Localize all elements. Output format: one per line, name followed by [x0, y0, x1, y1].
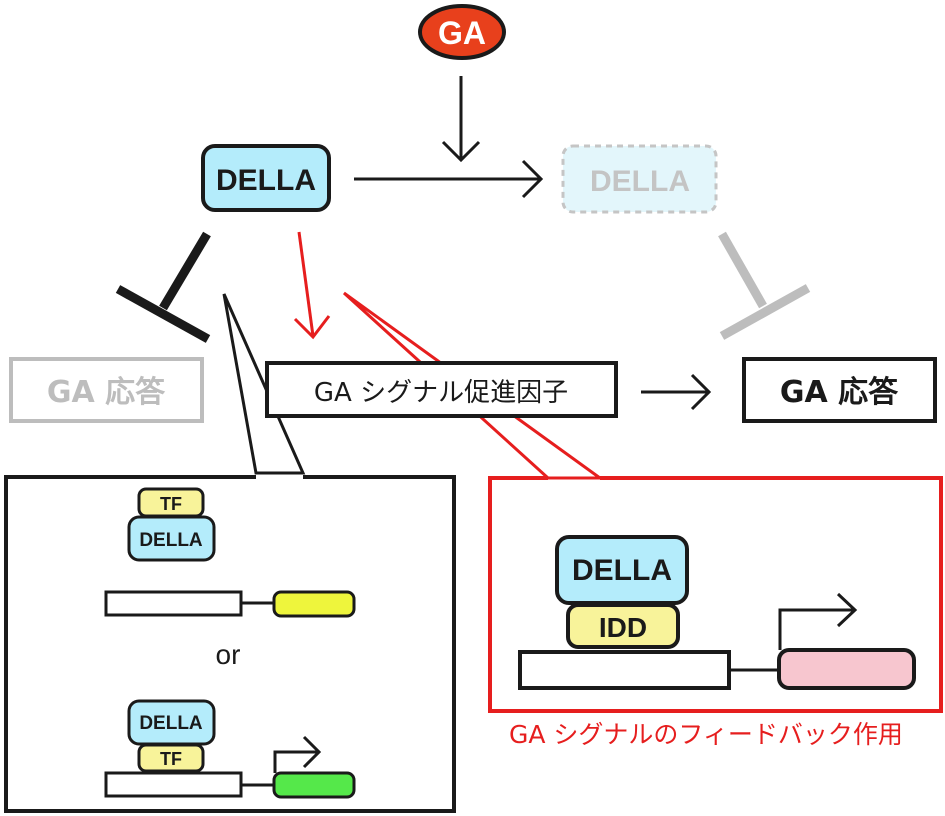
- ga-response-active: GA 応答: [742, 357, 937, 423]
- della-box: [201, 144, 331, 212]
- tf-box-bottom: [137, 743, 205, 773]
- red-activation-arrow: [293, 231, 331, 340]
- della-label-feedback: DELLA: [572, 554, 672, 587]
- signal-promoter-label: GA シグナル促進因子: [314, 378, 568, 408]
- inhibition-symbol-gray: [718, 231, 811, 340]
- signal-promoter-node: GA シグナル促進因子: [265, 361, 618, 418]
- ga-response-active-label: GA 応答: [780, 375, 899, 410]
- left-callout-pointer: [222, 293, 306, 475]
- idd-box: [566, 603, 680, 649]
- ga-response-active-box: [742, 357, 937, 423]
- della-label-bottom: DELLA: [139, 713, 203, 734]
- right-panel: DELLA IDD GA シグナルのフィードバック作用: [488, 476, 943, 749]
- gene-yellow: [272, 590, 356, 618]
- della-degraded-box: [561, 144, 718, 214]
- ga-response-inhibited-box: [9, 357, 204, 423]
- della-degraded-node: DELLA: [561, 144, 718, 214]
- tf-label-top: TF: [160, 494, 182, 514]
- ga-label: GA: [438, 15, 486, 51]
- della-degraded-label: DELLA: [590, 165, 690, 198]
- transcription-start-arrow-left: [273, 735, 322, 773]
- della-label-top: DELLA: [139, 530, 203, 551]
- della-label: DELLA: [216, 164, 316, 197]
- ga-response-inhibited-label: GA 応答: [47, 375, 166, 410]
- left-panel: TF DELLA or DELLA TF: [4, 475, 456, 813]
- ga-ellipse: [418, 4, 506, 60]
- ga-response-inhibited: GA 応答: [9, 357, 204, 423]
- promoter-region-feedback: [518, 650, 731, 690]
- or-label: or: [216, 639, 241, 670]
- promoter-region-bottom: [104, 771, 243, 798]
- promoter-region-top: [104, 590, 243, 617]
- promoter-to-response-arrow: [641, 373, 712, 411]
- feedback-caption: GA シグナルのフィードバック作用: [509, 720, 903, 749]
- tf-label-bottom: TF: [160, 749, 182, 769]
- ga-down-arrow: [441, 76, 481, 163]
- della-node: DELLA: [201, 144, 331, 212]
- degradation-arrow: [354, 159, 544, 199]
- left-panel-frame: [4, 475, 456, 813]
- right-panel-frame: [488, 476, 943, 713]
- signal-promoter-box: [265, 361, 618, 418]
- gene-green: [272, 771, 356, 799]
- idd-label: IDD: [599, 612, 647, 643]
- transcription-start-arrow-right: [778, 592, 858, 650]
- della-box-top: [127, 515, 216, 562]
- inhibition-symbol-black: [115, 231, 211, 343]
- gene-pink: [777, 648, 916, 690]
- ga-node: GA: [418, 4, 506, 60]
